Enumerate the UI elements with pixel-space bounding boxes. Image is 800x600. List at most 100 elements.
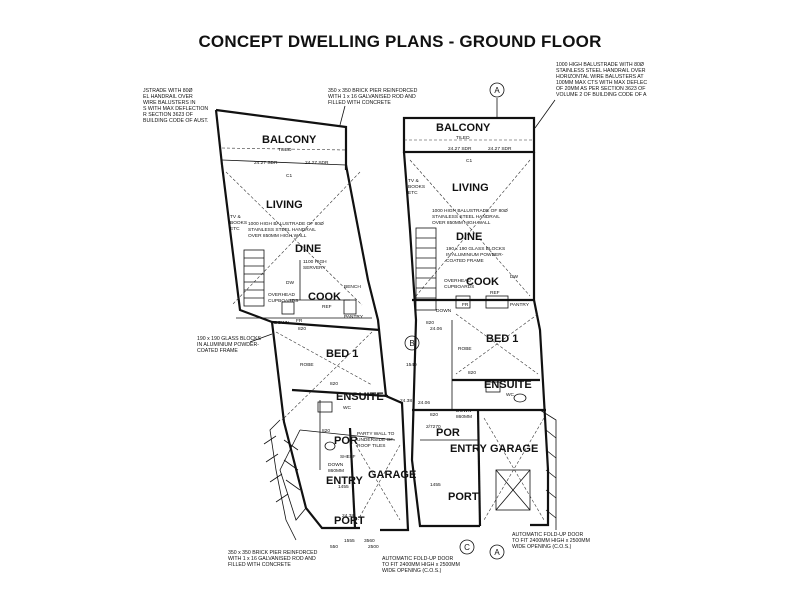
svg-text:REF: REF	[490, 290, 500, 296]
svg-text:BED 1: BED 1	[326, 348, 358, 360]
svg-text:550: 550	[330, 544, 338, 550]
svg-text:BENCH: BENCH	[344, 284, 361, 290]
note-pier-bottom: 350 x 350 BRICK PIER REINFORCED WITH 1 x…	[228, 550, 318, 568]
svg-text:BALCONY: BALCONY	[262, 134, 317, 146]
svg-text:BALCONY: BALCONY	[436, 122, 491, 134]
svg-text:STAINLESS STEEL HANDRAIL OVER: STAINLESS STEEL HANDRAIL OVER	[556, 68, 646, 74]
svg-text:WITH 1 x 16 GALVANISED ROD AND: WITH 1 x 16 GALVANISED ROD AND	[228, 556, 316, 562]
svg-text:COOK: COOK	[308, 291, 341, 303]
svg-text:BOOKS: BOOKS	[408, 184, 425, 190]
section-marker-a-top: A	[489, 82, 505, 118]
svg-text:1455: 1455	[338, 484, 349, 490]
site-boundary-hatch	[263, 419, 297, 541]
svg-text:WC: WC	[343, 405, 352, 411]
svg-text:AUTOMATIC FOLD-UP DOOR: AUTOMATIC FOLD-UP DOOR	[382, 556, 453, 562]
svg-text:ROBE: ROBE	[458, 346, 472, 352]
svg-text:EL HANDRAIL OVER: EL HANDRAIL OVER	[143, 94, 193, 100]
section-marker-b: B	[404, 335, 420, 351]
note-left-top: JSTRADE WITH 80Ø EL HANDRAIL OVER WIRE B…	[143, 88, 208, 124]
svg-text:OVERHEAD: OVERHEAD	[444, 278, 471, 284]
svg-text:DW: DW	[510, 274, 518, 280]
right-unit-walls	[402, 116, 557, 530]
svg-text:DOWN: DOWN	[456, 408, 472, 414]
svg-text:ROOF TILES: ROOF TILES	[357, 443, 385, 449]
svg-text:LIVING: LIVING	[266, 199, 303, 211]
svg-text:1540: 1540	[406, 362, 417, 368]
svg-text:1100 HIGH: 1100 HIGH	[303, 259, 327, 265]
svg-text:SERVERY: SERVERY	[303, 265, 327, 271]
svg-text:1000 HIGH BALUSTRADE OF 80Ø: 1000 HIGH BALUSTRADE OF 80Ø	[248, 221, 324, 227]
svg-text:SHELF: SHELF	[340, 454, 356, 460]
svg-text:FR: FR	[296, 318, 303, 324]
svg-text:COATED FRAME: COATED FRAME	[446, 258, 484, 264]
svg-text:ENTRY: ENTRY	[450, 443, 488, 455]
svg-text:820: 820	[430, 412, 438, 418]
svg-text:ENSUITE: ENSUITE	[484, 379, 532, 391]
svg-text:B: B	[409, 339, 414, 348]
svg-text:C1: C1	[286, 173, 292, 179]
note-door-bottom: AUTOMATIC FOLD-UP DOOR TO FIT 2400MM HIG…	[382, 556, 460, 574]
svg-text:24.27 SDR: 24.27 SDR	[305, 160, 329, 166]
svg-text:DW: DW	[286, 280, 294, 286]
svg-text:FR: FR	[462, 302, 469, 308]
svg-text:OVER 850MM HIGH WALL: OVER 850MM HIGH WALL	[432, 220, 491, 226]
svg-text:1455: 1455	[430, 482, 441, 488]
right-unit-labels: BALCONY TILED 24.27 SDR 24.27 SDR C1 LIV…	[406, 122, 538, 503]
svg-text:820: 820	[468, 370, 476, 376]
svg-text:JSTRADE WITH 80Ø: JSTRADE WITH 80Ø	[143, 88, 193, 94]
svg-text:STAINLESS STEEL HANDRAIL: STAINLESS STEEL HANDRAIL	[248, 227, 316, 233]
svg-text:CUPBOARDS: CUPBOARDS	[444, 284, 474, 290]
svg-text:820: 820	[322, 428, 330, 434]
svg-text:DOWN: DOWN	[274, 320, 290, 326]
svg-text:2/7270: 2/7270	[426, 424, 441, 430]
svg-text:350 x 350 BRICK PIER REINFORCE: 350 x 350 BRICK PIER REINFORCED	[328, 88, 418, 94]
svg-text:24.27 SDR: 24.27 SDR	[448, 146, 472, 152]
svg-text:TO FIT 2400MM HIGH x 2500MM: TO FIT 2400MM HIGH x 2500MM	[382, 562, 460, 568]
section-marker-c: C	[459, 539, 475, 555]
svg-text:350 x 350 BRICK PIER REINFORCE: 350 x 350 BRICK PIER REINFORCED	[228, 550, 318, 556]
svg-text:BUILDING CODE OF AUST.: BUILDING CODE OF AUST.	[143, 118, 208, 124]
svg-text:ENTRY: ENTRY	[326, 475, 364, 487]
svg-text:COOK: COOK	[466, 276, 499, 288]
svg-text:24.06: 24.06	[430, 326, 442, 332]
svg-text:OF 20MM AS PER SECTION 3623 OF: OF 20MM AS PER SECTION 3623 OF	[556, 86, 645, 92]
svg-text:ROBE: ROBE	[300, 362, 314, 368]
svg-text:WITH 1 x 16 GALVANISED ROD AND: WITH 1 x 16 GALVANISED ROD AND	[328, 94, 416, 100]
svg-text:AUTOMATIC FOLD-UP DOOR: AUTOMATIC FOLD-UP DOOR	[512, 532, 583, 538]
svg-text:820: 820	[330, 381, 338, 387]
svg-text:24.06: 24.06	[418, 400, 430, 406]
section-marker-a-bottom: A	[489, 544, 505, 560]
svg-text:DOWN: DOWN	[436, 308, 452, 314]
svg-text:BED 1: BED 1	[486, 333, 518, 345]
svg-text:1555: 1555	[344, 538, 355, 544]
svg-text:1000 HIGH BALUSTRADE WITH 80Ø: 1000 HIGH BALUSTRADE WITH 80Ø	[556, 62, 644, 68]
svg-text:PORT: PORT	[334, 515, 365, 527]
svg-text:WC: WC	[506, 392, 515, 398]
svg-text:TO FIT 2400MM HIGH x 2500MM: TO FIT 2400MM HIGH x 2500MM	[512, 538, 590, 544]
svg-text:GARAGE: GARAGE	[490, 443, 538, 455]
svg-text:FILLED WITH CONCRETE: FILLED WITH CONCRETE	[228, 562, 291, 568]
svg-text:PARTY WALL TO: PARTY WALL TO	[357, 431, 395, 437]
svg-text:DINE: DINE	[456, 231, 482, 243]
svg-text:TILED: TILED	[456, 135, 470, 141]
svg-text:100MM MAX CTS WITH MAX DEFLEC: 100MM MAX CTS WITH MAX DEFLEC	[556, 80, 647, 86]
page-title: CONCEPT DWELLING PLANS - GROUND FLOOR	[198, 32, 602, 51]
note-door-right: AUTOMATIC FOLD-UP DOOR TO FIT 2400MM HIG…	[512, 532, 590, 550]
svg-text:24.27 SDR: 24.27 SDR	[488, 146, 512, 152]
note-glass-left: 190 x 190 GLASS BLOCKS IN ALUMINIUM POWD…	[197, 333, 273, 354]
svg-text:190 x 190 GLASS BLOCKS: 190 x 190 GLASS BLOCKS	[446, 246, 505, 252]
svg-text:DINE: DINE	[295, 243, 321, 255]
svg-text:POR: POR	[436, 427, 460, 439]
note-pier-top: 350 x 350 BRICK PIER REINFORCED WITH 1 x…	[328, 88, 418, 126]
svg-text:820: 820	[298, 326, 306, 332]
svg-text:A: A	[494, 548, 500, 557]
svg-text:A: A	[494, 86, 500, 95]
svg-text:ETC: ETC	[408, 190, 418, 196]
svg-text:R SECTION 3623 OF: R SECTION 3623 OF	[143, 112, 193, 118]
svg-text:HORIZONTAL WIRE BALUSTERS AT: HORIZONTAL WIRE BALUSTERS AT	[556, 74, 644, 80]
svg-text:POR: POR	[334, 435, 358, 447]
svg-text:DOWN: DOWN	[328, 462, 344, 468]
svg-text:24.38: 24.38	[342, 513, 354, 519]
svg-text:PANTRY: PANTRY	[344, 314, 364, 320]
